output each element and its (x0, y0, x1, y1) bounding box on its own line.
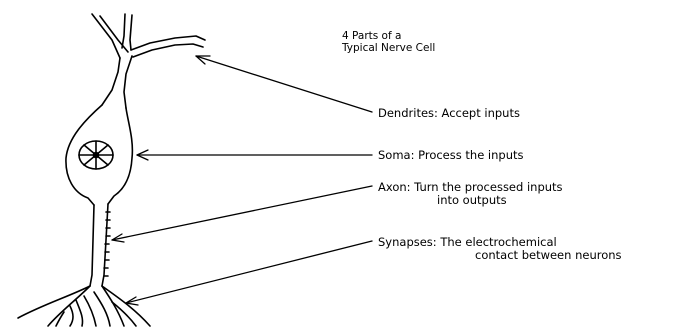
axon-label: Axon: Turn the processed inputs (378, 180, 563, 194)
soma-label: Soma: Process the inputs (378, 148, 524, 162)
dendrites-label: Dendrites: Accept inputs (378, 106, 520, 120)
nucleus (78, 140, 114, 170)
title-line-2: Typical Nerve Cell (342, 42, 436, 54)
axon-arrow (111, 185, 373, 241)
synaptic-terminals (17, 285, 151, 327)
title-line-1: 4 Parts of a (342, 30, 402, 42)
diagram-title: 4 Parts of a Typical Nerve Cell (342, 30, 435, 54)
synapses-label-continued: contact between neurons (475, 248, 622, 262)
synapses-arrow (125, 240, 373, 304)
soma-body (65, 104, 134, 206)
synapses-label: Synapses: The electrochemical (378, 235, 557, 249)
dendrite-branches (91, 13, 206, 109)
axon (89, 203, 111, 287)
dendrites-arrow (195, 55, 373, 113)
pointer-arrows (111, 55, 373, 306)
axon-label-continued: into outputs (437, 193, 507, 207)
